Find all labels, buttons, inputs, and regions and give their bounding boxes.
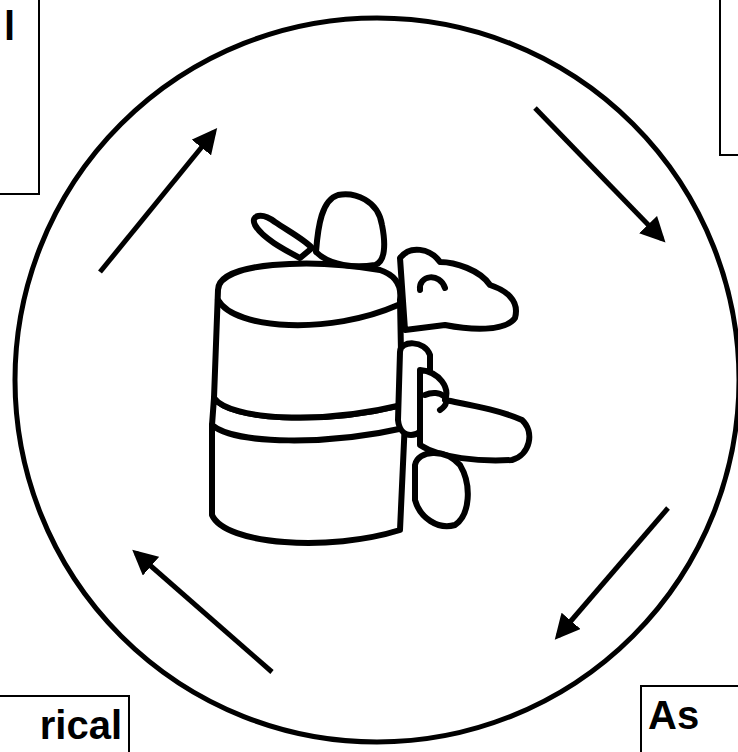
vertebra-drawing — [212, 194, 529, 542]
cycle-arrow — [100, 132, 214, 272]
corner-box — [720, 0, 738, 155]
box-label: As — [648, 693, 738, 737]
cycle-circle — [15, 18, 738, 742]
cycle-arrow — [558, 508, 668, 636]
box-label: rical — [4, 703, 122, 747]
corner-box: As — [640, 685, 738, 752]
cycle-arrow — [535, 108, 662, 239]
corner-box: l — [0, 0, 40, 195]
box-label: l — [4, 4, 32, 48]
cycle-arrows — [100, 108, 668, 672]
cycle-arrow — [136, 553, 272, 672]
corner-box: rical — [0, 695, 130, 752]
